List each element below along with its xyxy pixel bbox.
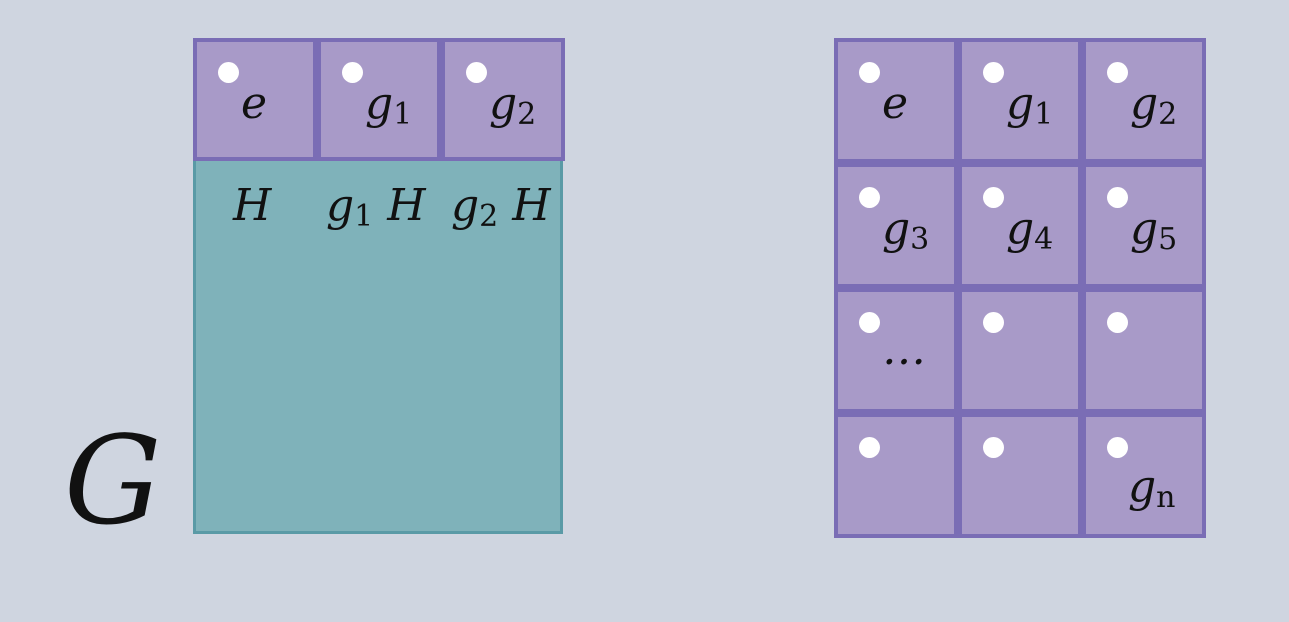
element-label: g2 <box>1130 78 1178 132</box>
element-label: g2 <box>489 78 537 132</box>
element-dot <box>466 62 487 83</box>
element-grid: e g1 g2 g3 g4 g5 … gn <box>834 38 1208 540</box>
element-cell: g2 <box>1082 38 1206 163</box>
element-cell <box>958 413 1082 538</box>
element-dot <box>1107 62 1128 83</box>
element-dot <box>983 312 1004 333</box>
element-cell <box>958 288 1082 413</box>
element-dot <box>1107 437 1128 458</box>
element-label: g1 <box>1006 78 1054 132</box>
coset-label: H <box>233 180 272 231</box>
element-cell: g5 <box>1082 163 1206 288</box>
element-label: e <box>882 78 909 129</box>
element-cell <box>834 413 958 538</box>
element-dot <box>983 62 1004 83</box>
coset-label: g1 H <box>326 180 426 234</box>
element-cell: g3 <box>834 163 958 288</box>
element-dot <box>859 437 880 458</box>
group-label: G <box>64 410 162 552</box>
element-cell: e <box>834 38 958 163</box>
element-dot <box>983 437 1004 458</box>
element-label: g3 <box>882 203 930 257</box>
element-label: g5 <box>1130 203 1178 257</box>
subgroup-cell: e <box>193 38 317 161</box>
subgroup-cell: g2 <box>441 38 565 161</box>
element-dot <box>983 187 1004 208</box>
element-dot <box>1107 187 1128 208</box>
element-dot <box>342 62 363 83</box>
element-label: g4 <box>1006 203 1054 257</box>
element-dot <box>859 62 880 83</box>
element-cell: g4 <box>958 163 1082 288</box>
subgroup-h-row: e g1 g2 <box>193 38 565 161</box>
subgroup-cell: g1 <box>317 38 441 161</box>
element-label: gn <box>1128 461 1176 515</box>
element-dot <box>859 187 880 208</box>
coset-label: g2 H <box>451 180 551 234</box>
element-cell: gn <box>1082 413 1206 538</box>
element-label: e <box>241 78 268 129</box>
element-cell: … <box>834 288 958 413</box>
element-dot <box>1107 312 1128 333</box>
element-label: … <box>882 324 926 375</box>
element-cell: g1 <box>958 38 1082 163</box>
element-dot <box>218 62 239 83</box>
element-cell <box>1082 288 1206 413</box>
element-label: g1 <box>365 78 413 132</box>
coset-labels: H g1 H g2 H <box>193 178 565 238</box>
element-dot <box>859 312 880 333</box>
